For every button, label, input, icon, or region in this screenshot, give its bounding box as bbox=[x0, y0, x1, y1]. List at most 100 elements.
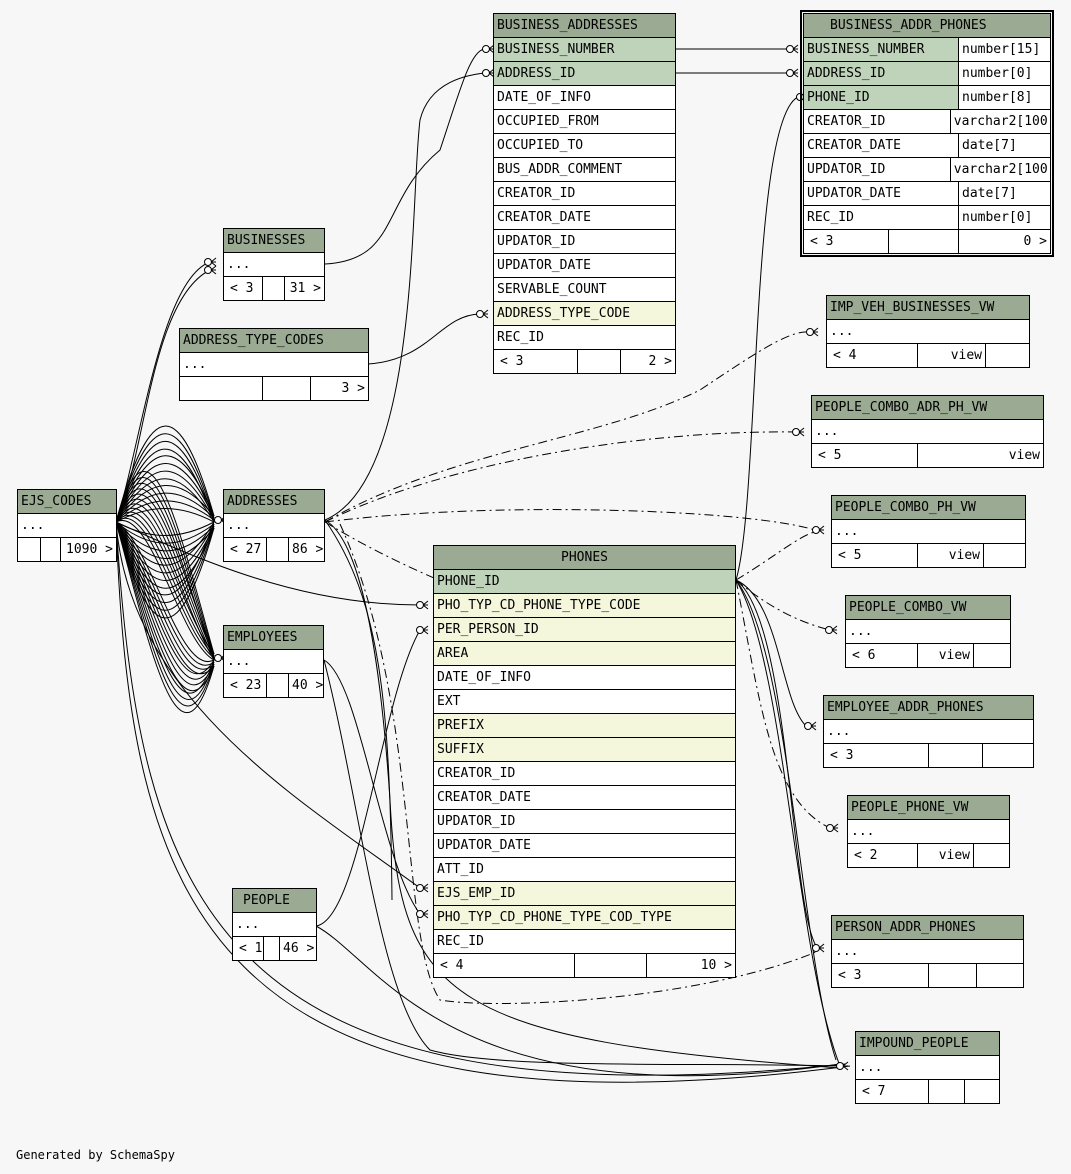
column-phone-id[interactable]: PHONE_ID bbox=[804, 86, 959, 109]
parents-count[interactable]: < 7 bbox=[859, 1080, 929, 1103]
table-people-combo-vw-title[interactable]: PEOPLE_COMBO_VW bbox=[846, 596, 1010, 620]
parents-count[interactable]: < 5 bbox=[815, 444, 918, 467]
column-address-type-code[interactable]: ADDRESS_TYPE_CODE bbox=[494, 302, 675, 326]
table-people-combo-adr-ph-vw[interactable]: PEOPLE_COMBO_ADR_PH_VW ... < 5 view bbox=[811, 395, 1044, 468]
table-body-collapsed[interactable]: ... bbox=[824, 720, 1033, 744]
table-body-collapsed[interactable]: ... bbox=[848, 820, 1009, 844]
table-businesses[interactable]: BUSINESSES ... < 3 31 > bbox=[223, 228, 325, 301]
column-rec-id[interactable]: REC_ID bbox=[804, 206, 959, 229]
table-employee-addr-phones-title[interactable]: EMPLOYEE_ADDR_PHONES bbox=[824, 696, 1033, 720]
parents-count[interactable]: < 3 bbox=[807, 230, 889, 253]
column-occupied-from[interactable]: OCCUPIED_FROM bbox=[494, 110, 675, 134]
children-count[interactable]: 86 > bbox=[292, 542, 324, 557]
column-updator-id[interactable]: UPDATOR_ID bbox=[434, 810, 735, 834]
table-ejs-codes[interactable]: EJS_CODES ... 1090 > bbox=[17, 489, 117, 562]
column-ext[interactable]: EXT bbox=[434, 690, 735, 714]
column-row[interactable]: CREATOR_DATE date[7] bbox=[804, 134, 1050, 158]
parents-count[interactable]: < 3 bbox=[835, 964, 929, 987]
column-ejs-emp-id[interactable]: EJS_EMP_ID bbox=[434, 882, 735, 906]
table-employees-title[interactable]: EMPLOYEES bbox=[224, 626, 323, 650]
parents-count[interactable]: < 4 bbox=[830, 344, 918, 367]
column-att-id[interactable]: ATT_ID bbox=[434, 858, 735, 882]
column-rec-id[interactable]: REC_ID bbox=[434, 930, 735, 954]
parents-count[interactable]: < 4 bbox=[437, 954, 575, 977]
children-count[interactable]: 1090 > bbox=[66, 542, 113, 557]
children-count[interactable]: 46 > bbox=[283, 941, 315, 956]
table-business-addr-phones-title[interactable]: BUSINESS_ADDR_PHONES bbox=[804, 14, 1050, 38]
column-occupied-to[interactable]: OCCUPIED_TO bbox=[494, 134, 675, 158]
table-people-phone-vw[interactable]: PEOPLE_PHONE_VW ... < 2 view bbox=[847, 795, 1010, 868]
parents-count[interactable]: < 5 bbox=[835, 544, 918, 567]
table-person-addr-phones-title[interactable]: PERSON_ADDR_PHONES bbox=[832, 916, 1023, 940]
table-people-phone-vw-title[interactable]: PEOPLE_PHONE_VW bbox=[848, 796, 1009, 820]
column-per-person-id[interactable]: PER_PERSON_ID bbox=[434, 618, 735, 642]
table-address-type-codes-title[interactable]: ADDRESS_TYPE_CODES bbox=[180, 329, 368, 353]
parents-count[interactable]: < 1 bbox=[236, 937, 264, 960]
column-updator-date[interactable]: UPDATOR_DATE bbox=[494, 254, 675, 278]
column-creator-id[interactable]: CREATOR_ID bbox=[434, 762, 735, 786]
parents-count[interactable]: < 27 bbox=[227, 538, 267, 561]
table-business-addresses-title[interactable]: BUSINESS_ADDRESSES bbox=[494, 14, 675, 38]
table-body-collapsed[interactable]: ... bbox=[856, 1056, 999, 1080]
children-count[interactable]: 3 > bbox=[341, 381, 365, 396]
column-area[interactable]: AREA bbox=[434, 642, 735, 666]
table-phones[interactable]: PHONES PHONE_ID PHO_TYP_CD_PHONE_TYPE_CO… bbox=[433, 545, 736, 978]
column-creator-date[interactable]: CREATOR_DATE bbox=[804, 134, 959, 157]
column-row[interactable]: BUSINESS_NUMBER number[15] bbox=[804, 38, 1050, 62]
column-prefix[interactable]: PREFIX bbox=[434, 714, 735, 738]
column-bus-addr-comment[interactable]: BUS_ADDR_COMMENT bbox=[494, 158, 675, 182]
table-people-combo-ph-vw-title[interactable]: PEOPLE_COMBO_PH_VW bbox=[832, 496, 1025, 520]
parents-count[interactable]: < 3 bbox=[827, 744, 929, 767]
children-count[interactable]: 2 > bbox=[648, 354, 673, 369]
table-people-combo-vw[interactable]: PEOPLE_COMBO_VW ... < 6 view bbox=[845, 595, 1011, 668]
table-employees[interactable]: EMPLOYEES ... < 23 40 > bbox=[223, 625, 324, 698]
table-body-collapsed[interactable]: ... bbox=[18, 514, 116, 538]
parents-count[interactable]: < 6 bbox=[849, 644, 918, 667]
table-people-title[interactable]: PEOPLE bbox=[233, 889, 316, 913]
table-body-collapsed[interactable]: ... bbox=[180, 353, 368, 377]
column-date-of-info[interactable]: DATE_OF_INFO bbox=[494, 86, 675, 110]
table-person-addr-phones[interactable]: PERSON_ADDR_PHONES ... < 3 bbox=[831, 915, 1024, 988]
column-row[interactable]: ADDRESS_ID number[0] bbox=[804, 62, 1050, 86]
column-updator-id[interactable]: UPDATOR_ID bbox=[494, 230, 675, 254]
generated-by-credit[interactable]: Generated by SchemaSpy bbox=[16, 1148, 175, 1162]
table-business-addr-phones[interactable]: BUSINESS_ADDR_PHONES BUSINESS_NUMBER num… bbox=[800, 10, 1054, 257]
parents-count[interactable]: < 23 bbox=[227, 674, 267, 697]
table-phones-title[interactable]: PHONES bbox=[434, 546, 735, 570]
table-body-collapsed[interactable]: ... bbox=[224, 253, 324, 277]
column-updator-date[interactable]: UPDATOR_DATE bbox=[804, 182, 959, 205]
table-addresses[interactable]: ADDRESSES ... < 27 86 > bbox=[223, 489, 325, 562]
parents-count[interactable]: < 3 bbox=[497, 350, 578, 373]
column-phone-id[interactable]: PHONE_ID bbox=[434, 570, 735, 594]
column-row[interactable]: CREATOR_ID varchar2[100] bbox=[804, 110, 1050, 134]
column-date-of-info[interactable]: DATE_OF_INFO bbox=[434, 666, 735, 690]
column-row[interactable]: REC_ID number[0] bbox=[804, 206, 1050, 230]
column-creator-date[interactable]: CREATOR_DATE bbox=[494, 206, 675, 230]
table-imp-veh-businesses-vw-title[interactable]: IMP_VEH_BUSINESSES_VW bbox=[827, 296, 1029, 320]
table-body-collapsed[interactable]: ... bbox=[846, 620, 1010, 644]
table-people[interactable]: PEOPLE ... < 1 46 > bbox=[232, 888, 317, 961]
column-updator-id[interactable]: UPDATOR_ID bbox=[804, 158, 951, 181]
children-count[interactable]: 0 > bbox=[1023, 234, 1047, 249]
table-body-collapsed[interactable]: ... bbox=[233, 913, 316, 937]
table-addresses-title[interactable]: ADDRESSES bbox=[224, 490, 324, 514]
column-updator-date[interactable]: UPDATOR_DATE bbox=[434, 834, 735, 858]
table-body-collapsed[interactable]: ... bbox=[832, 940, 1023, 964]
children-count[interactable]: 40 > bbox=[292, 678, 323, 693]
column-servable-count[interactable]: SERVABLE_COUNT bbox=[494, 278, 675, 302]
column-creator-date[interactable]: CREATOR_DATE bbox=[434, 786, 735, 810]
column-business-number[interactable]: BUSINESS_NUMBER bbox=[494, 38, 675, 62]
table-address-type-codes[interactable]: ADDRESS_TYPE_CODES ... 3 > bbox=[179, 328, 369, 401]
table-body-collapsed[interactable]: ... bbox=[224, 650, 323, 674]
table-body-collapsed[interactable]: ... bbox=[224, 514, 324, 538]
table-businesses-title[interactable]: BUSINESSES bbox=[224, 229, 324, 253]
parents-count[interactable]: < 2 bbox=[851, 844, 918, 867]
column-row[interactable]: PHONE_ID number[8] bbox=[804, 86, 1050, 110]
column-address-id[interactable]: ADDRESS_ID bbox=[494, 62, 675, 86]
table-people-combo-ph-vw[interactable]: PEOPLE_COMBO_PH_VW ... < 5 view bbox=[831, 495, 1026, 568]
table-business-addresses[interactable]: BUSINESS_ADDRESSES BUSINESS_NUMBER ADDRE… bbox=[493, 13, 676, 374]
column-row[interactable]: UPDATOR_DATE date[7] bbox=[804, 182, 1050, 206]
column-rec-id[interactable]: REC_ID bbox=[494, 326, 675, 350]
table-impound-people[interactable]: IMPOUND_PEOPLE ... < 7 bbox=[855, 1031, 1000, 1104]
column-creator-id[interactable]: CREATOR_ID bbox=[804, 110, 951, 133]
